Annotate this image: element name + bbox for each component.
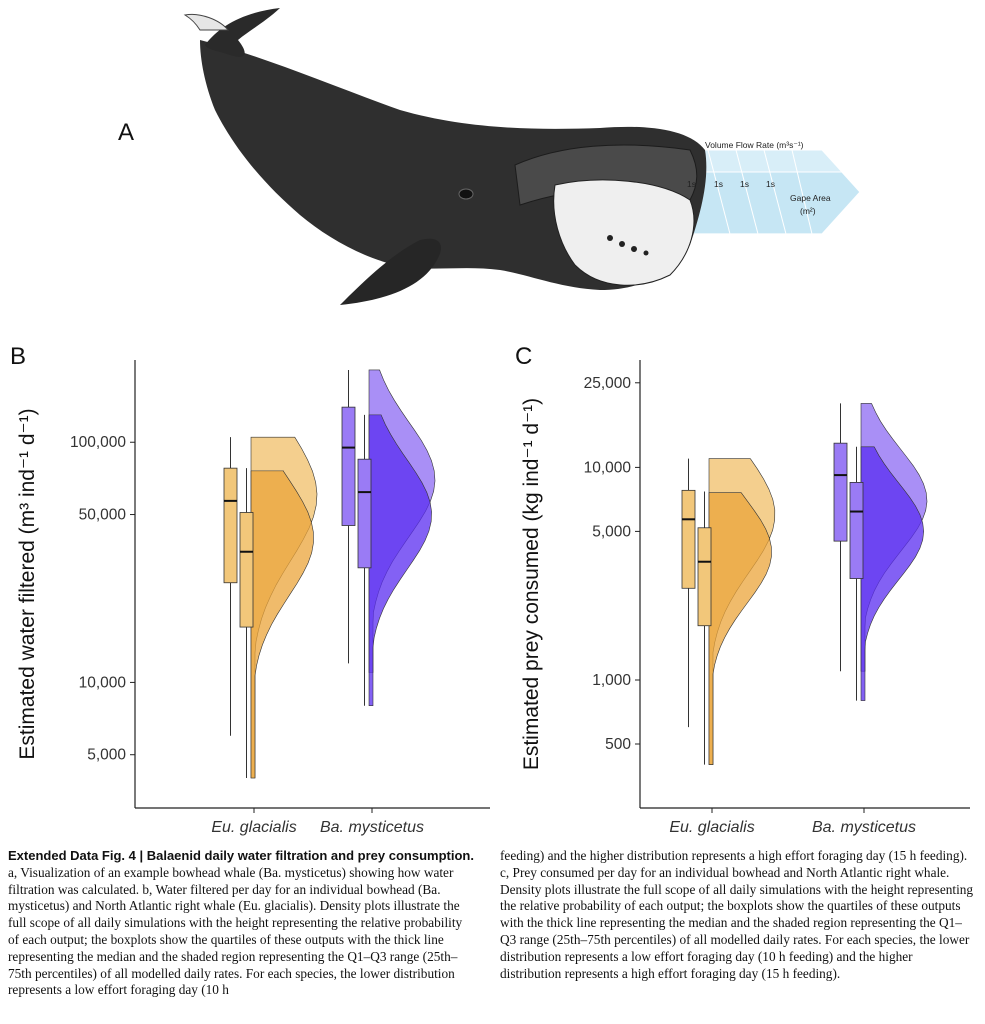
box-ba-high xyxy=(833,442,848,542)
box-eu-low xyxy=(697,527,712,627)
chin-patch xyxy=(553,179,695,286)
panel-b-label: B xyxy=(10,343,26,370)
flow-title: Volume Flow Rate (m³s⁻¹) xyxy=(705,140,804,150)
second-label: 1s xyxy=(766,179,775,189)
box-eu-high xyxy=(681,489,696,589)
density-ba-low xyxy=(368,414,432,707)
box-eu-low xyxy=(239,512,254,628)
panel-c-label: C xyxy=(515,343,532,370)
y-tick-label: 10,000 xyxy=(79,674,127,691)
y-axis-label: Estimated water filtered (m³ ind⁻¹ d⁻¹) xyxy=(16,408,39,759)
panel-a-illustration: Volume Flow Rate (m³s⁻¹) 1s 1s 1s 1s Gap… xyxy=(183,8,861,305)
caption-left: Extended Data Fig. 4 | Balaenid daily wa… xyxy=(8,848,476,999)
x-tick-label: Eu. glacialis xyxy=(211,819,296,836)
density-eu-low xyxy=(708,492,772,765)
panel-a-label: A xyxy=(118,119,134,146)
figure: Volume Flow Rate (m³s⁻¹) 1s 1s 1s 1s Gap… xyxy=(10,8,970,836)
density-eu-low xyxy=(250,470,314,779)
second-label: 1s xyxy=(740,179,749,189)
caption-left-text: a, Visualization of an example bowhead w… xyxy=(8,864,463,998)
x-tick-label: Ba. mysticetus xyxy=(320,819,424,836)
x-tick-label: Ba. mysticetus xyxy=(812,819,916,836)
caption-title: Extended Data Fig. 4 | Balaenid daily wa… xyxy=(8,848,474,863)
whale-eye xyxy=(458,188,474,200)
box-ba-low xyxy=(849,482,864,579)
box-ba-low xyxy=(357,458,372,569)
box-ba-high xyxy=(341,406,356,526)
caption-right: feeding) and the higher distribution rep… xyxy=(500,848,976,982)
y-tick-label: 100,000 xyxy=(70,434,126,451)
y-tick-label: 500 xyxy=(605,736,631,753)
y-tick-label: 5,000 xyxy=(87,747,126,764)
box-eu-high xyxy=(223,467,238,584)
chart-b: 5,000 10,000 50,000 100,000 Estimated water … xyxy=(16,360,490,836)
caption-right-text: feeding) and the higher distribution rep… xyxy=(500,848,974,981)
density-ba-low xyxy=(860,446,925,701)
y-tick-label: 10,000 xyxy=(584,459,632,476)
y-tick-label: 5,000 xyxy=(592,523,631,540)
y-axis-label: Estimated prey consumed (kg ind⁻¹ d⁻¹) xyxy=(520,398,543,770)
second-label: 1s xyxy=(687,179,696,189)
gape-label-unit: (m²) xyxy=(800,206,816,216)
flow-volume-diagram xyxy=(678,149,861,235)
whale-tail xyxy=(205,8,280,57)
y-tick-label: 1,000 xyxy=(592,672,631,689)
y-tick-label: 50,000 xyxy=(79,507,127,524)
second-label: 1s xyxy=(714,179,723,189)
x-tick-label: Eu. glacialis xyxy=(669,819,754,836)
gape-label: Gape Area xyxy=(790,193,831,203)
y-tick-label: 25,000 xyxy=(584,375,632,392)
whale-flipper xyxy=(340,238,441,305)
